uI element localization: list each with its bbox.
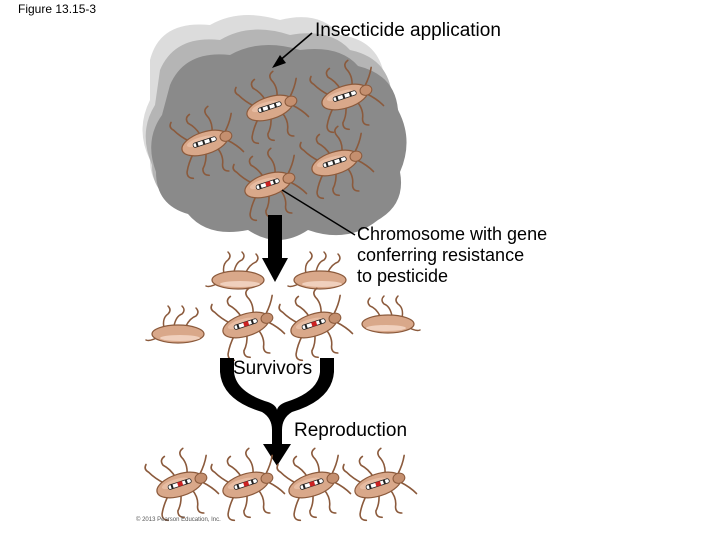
survivors-label: Survivors [233, 358, 313, 379]
dead-beetle [145, 305, 205, 344]
reproduction-label: Reproduction [294, 420, 408, 441]
offspring-beetle [142, 441, 224, 527]
offspring-beetle [274, 441, 356, 527]
chromosome-pointer-line [281, 189, 356, 236]
down-arrow [262, 215, 288, 282]
insecticide-label: Insecticide application [315, 20, 501, 41]
dead-beetle [205, 251, 265, 290]
chromosome-label: Chromosome with gene conferring resistan… [357, 224, 548, 286]
insecticide-pointer-arrow [272, 32, 313, 68]
dead-beetle [287, 251, 347, 290]
copyright-notice: © 2013 Pearson Education, Inc. [136, 517, 221, 523]
figure-label: Figure 13.15-3 [18, 2, 97, 16]
dead-beetle [361, 295, 421, 334]
insecticide-cloud [142, 15, 407, 240]
survivor-beetle [276, 281, 358, 367]
offspring-beetle [340, 441, 422, 527]
survivor-beetle [208, 281, 290, 367]
reproduction-arrow [220, 358, 334, 466]
